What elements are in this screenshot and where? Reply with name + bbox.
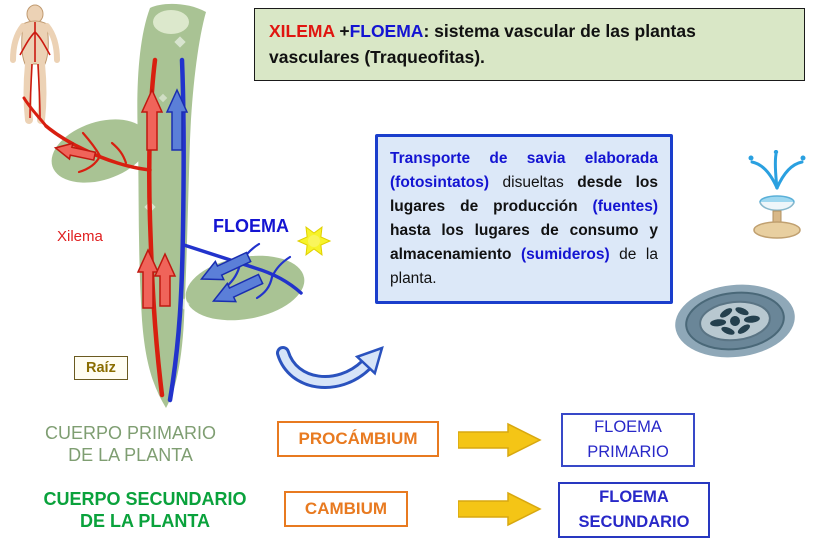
- floema-primario-box: FLOEMA PRIMARIO: [561, 413, 695, 467]
- cuerpo-primario-label: CUERPO PRIMARIO DE LA PLANTA: [28, 423, 233, 467]
- cuerpo-secundario-line2: DE LA PLANTA: [80, 510, 210, 531]
- header-xilema-text: XILEMA: [269, 21, 335, 41]
- info-fuentes-text: (fuentes): [592, 198, 658, 216]
- info-sumideros-text: (sumideros): [520, 246, 610, 264]
- floema-secundario-line1: FLOEMA: [599, 488, 669, 507]
- xylem-up-arrows: [53, 88, 177, 309]
- procambium-box: PROCÁMBIUM: [277, 421, 439, 457]
- phloem-arrows: [165, 88, 264, 303]
- plant-illustration: [10, 3, 332, 409]
- floema-primario-line2: PRIMARIO: [587, 443, 669, 461]
- cambium-box: CAMBIUM: [284, 491, 408, 527]
- info-hasta-text: hasta los lugares de consumo y almacenam…: [390, 222, 658, 264]
- cuerpo-secundario-label: CUERPO SECUNDARIO DE LA PLANTA: [16, 489, 274, 533]
- fountain-icon: [748, 150, 806, 239]
- floema-secundario-box: FLOEMA SECUNDARIO: [558, 482, 710, 538]
- curved-arrow-icon: [276, 346, 384, 389]
- info-desde-text: desde los lugares de producción: [390, 174, 658, 216]
- header-definition-box: XILEMA +FLOEMA: sistema vascular de las …: [254, 8, 805, 81]
- header-rest-line2: vasculares (Traqueofitas).: [269, 47, 485, 68]
- human-anatomy-icon: [10, 4, 60, 124]
- drain-icon: [675, 284, 795, 358]
- floema-primario-line1: FLOEMA: [594, 418, 662, 437]
- info-disueltas-text: disueltas: [489, 174, 578, 192]
- xilema-label: Xilema: [57, 228, 103, 245]
- sun-icon: [296, 226, 332, 256]
- info-transporte-text: Transporte de savia elaborada (fotosinta…: [390, 150, 658, 192]
- cuerpo-primario-line1: CUERPO PRIMARIO: [44, 423, 217, 443]
- header-rest-line1: : sistema vascular de las plantas: [423, 21, 696, 41]
- floema-label: FLOEMA: [213, 216, 289, 236]
- transport-info-box: Transporte de savia elaborada (fotosinta…: [375, 134, 673, 305]
- flow-arrow-1-icon: [458, 422, 542, 458]
- header-floema-text: FLOEMA: [349, 21, 424, 41]
- cuerpo-primario-line2: DE LA PLANTA: [68, 444, 193, 465]
- cuerpo-secundario-line1: CUERPO SECUNDARIO: [43, 489, 247, 509]
- info-planta-text: de la planta.: [390, 246, 658, 288]
- floema-secundario-line2: SECUNDARIO: [578, 513, 690, 531]
- header-plus-text: +: [334, 21, 350, 41]
- flow-arrow-2-icon: [458, 491, 542, 527]
- raiz-label-box: Raíz: [74, 356, 128, 380]
